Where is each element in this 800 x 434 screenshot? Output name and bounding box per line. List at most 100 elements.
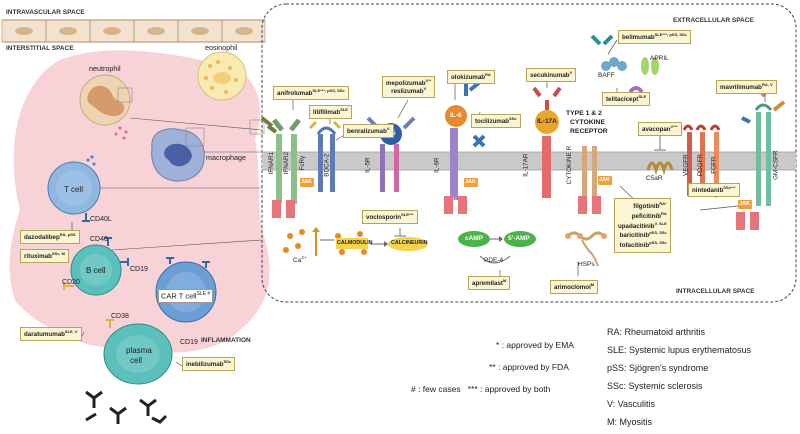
eosinophil-label: eosinophil bbox=[205, 43, 238, 52]
drug-mepolizumab-reslizumab: mepolizumabV**reslizumabV bbox=[382, 76, 436, 99]
approval-fda: ** : approved by FDA bbox=[489, 362, 569, 372]
drug-dazodalibep: dazodalibepRA, pSS bbox=[20, 230, 80, 245]
april-label: APRIL bbox=[650, 55, 669, 62]
legend-m: M: Myositis bbox=[607, 417, 652, 427]
vegfr-label: VEGFR bbox=[682, 154, 690, 176]
drug-avacopan: avacopanV*** bbox=[638, 122, 682, 137]
drug-peficitinib: peficitinibRA bbox=[631, 210, 667, 220]
drug-apremilast: apremilastM bbox=[468, 276, 511, 291]
il17ar-label: IL-17AR bbox=[522, 153, 530, 177]
eosinophil-cell bbox=[197, 51, 247, 101]
drug-daratumumab: daratumumabSLE, V bbox=[20, 327, 82, 342]
cd40l-label: CD40L bbox=[90, 216, 112, 223]
gm-csfr-receptor bbox=[741, 86, 786, 206]
drug-mavrilimumab: mavrilimumabRA, V bbox=[716, 80, 777, 95]
approval-ema: * : approved by EMA bbox=[496, 340, 574, 350]
jak-label-1: JAK bbox=[301, 179, 313, 185]
ifnar2-label: IFNAR2 bbox=[283, 151, 291, 175]
extracellular-space-label: EXTRACELLULAR SPACE bbox=[673, 17, 754, 24]
drug-baricitinib: baricitinibpSS, SSc bbox=[619, 230, 667, 240]
bdca2-receptor bbox=[308, 120, 342, 192]
drug-voclosporin: voclosporinSLE*** bbox=[362, 210, 418, 225]
stat-label-3: STAT bbox=[439, 197, 445, 210]
drug-litifilimab: litifilimabSLE bbox=[309, 105, 352, 120]
rtk-receptors bbox=[682, 124, 721, 196]
legend-sle: SLE: Systemic lupus erythematosus bbox=[607, 345, 752, 355]
macrophage-cell bbox=[151, 128, 205, 182]
hsps-molecules bbox=[565, 231, 607, 267]
stat-label-7: STAT bbox=[731, 213, 737, 226]
stat-label-4: STAT bbox=[453, 197, 459, 210]
bdca2-label: BDCA-2 bbox=[323, 153, 331, 177]
plasma-cell-shape bbox=[103, 323, 173, 385]
b-cell-label: B cell bbox=[86, 266, 106, 275]
type12-label-2: CYTOKINE bbox=[570, 119, 605, 126]
il6r-receptor bbox=[445, 80, 486, 200]
legend-ssc: SSc: Systemic sclerosis bbox=[607, 381, 703, 391]
ifnar-receptors bbox=[260, 116, 301, 204]
cd20-label: CD20 bbox=[62, 279, 80, 286]
inflammation-label: INFLAMMATION bbox=[201, 337, 251, 344]
cd19-label-2: CD19 bbox=[180, 339, 198, 346]
stat-label-2: STAT bbox=[281, 201, 287, 214]
c5ar-label: C5aR bbox=[646, 175, 663, 182]
plasma-cell-label-2: cell bbox=[130, 356, 143, 365]
il6-label: IL-6 bbox=[450, 112, 462, 119]
il17a-label: IL-17A bbox=[537, 118, 557, 125]
hsps-label: HSPs bbox=[578, 261, 595, 268]
camp-pathway bbox=[458, 231, 536, 264]
drug-benralizumab: benralizumabV bbox=[343, 124, 394, 139]
drug-filgotinib: filgotinibRA* bbox=[633, 201, 667, 211]
neutrophil-cell bbox=[79, 74, 131, 140]
drug-anifrolumab: anifrolumabSLE***, pSS, SSc bbox=[273, 86, 349, 101]
il17a-receptor bbox=[532, 86, 562, 198]
stat-label-8: STAT bbox=[745, 213, 751, 226]
cd19-label-1: CD19 bbox=[130, 266, 148, 273]
stat-label-5: STAT bbox=[573, 197, 579, 210]
cd40-label: CD40 bbox=[90, 236, 108, 243]
drug-nintedanib: nintedanibSSc*** bbox=[688, 183, 740, 198]
pdgfr-label: PDGFR bbox=[696, 154, 704, 177]
calcineurin-label: CALCINEURIN bbox=[391, 240, 428, 246]
approval-both: # : few cases *** : approved by both bbox=[411, 384, 551, 394]
baff-label: BAFF bbox=[598, 72, 615, 79]
cytokine-receptor bbox=[582, 146, 597, 206]
amp-label: 5'-AMP bbox=[508, 235, 530, 242]
calcium-label: Ca2+ bbox=[293, 255, 307, 265]
t-cell-label: T cell bbox=[64, 185, 83, 194]
fcr-label: FcRγ bbox=[299, 155, 307, 171]
type12-label-1: TYPE 1 & 2 bbox=[566, 110, 602, 117]
drug-upadacitinib: upadacitinibV, SLE bbox=[618, 220, 667, 230]
pde4-label: PDE-4 bbox=[484, 257, 504, 264]
drug-inebilizumab: inebilizumabSSc bbox=[182, 357, 236, 372]
intravascular-space-label: INTRAVASCULAR SPACE bbox=[6, 9, 85, 16]
jak-label-2: JAK bbox=[465, 179, 477, 185]
calmodulin-label: CALMODULIN bbox=[337, 240, 373, 246]
legend-pss: pSS: Sjögren's syndrome bbox=[607, 363, 709, 373]
drug-rituximab: rituximabSSc, M bbox=[20, 249, 69, 264]
car-t-cell-label: CAR T cellSLE # bbox=[158, 289, 214, 303]
legend-ra: RA: Rheumatoid arthritis bbox=[607, 327, 706, 337]
camp-label: cAMP bbox=[465, 235, 484, 242]
stat-label-1: STAT bbox=[267, 201, 273, 214]
baff-april-ligands bbox=[590, 34, 659, 94]
endothelium bbox=[1, 19, 266, 43]
cytokine-r-label: CYTOKINE R bbox=[566, 145, 574, 185]
drug-telitacicept: telitaciceptSLE bbox=[602, 92, 651, 107]
target-cell-outline bbox=[261, 3, 797, 303]
plasma-cell-label-1: plasma bbox=[126, 346, 152, 355]
antibodies-icon bbox=[85, 390, 168, 424]
drug-tocilizumab: tocilizumabSSc bbox=[471, 114, 521, 129]
stat-label-6: STAT bbox=[587, 197, 593, 210]
neutrophil-label: neutrophil bbox=[89, 64, 121, 73]
t-cell-shape bbox=[47, 155, 101, 215]
drug-secukinumab: secukinumabV bbox=[526, 68, 577, 83]
il6r-label: IL-6R bbox=[433, 157, 441, 173]
drug-tofacitinib: tofacitinibpSS, SSc bbox=[619, 240, 667, 250]
interstitial-space-label: INTERSTITIAL SPACE bbox=[6, 45, 74, 52]
drug-arimoclomol: arimoclomolM bbox=[550, 280, 599, 295]
jak-label-3: JAK bbox=[599, 177, 611, 183]
type12-label-3: RECEPTOR bbox=[570, 128, 608, 135]
macrophage-label: macrophage bbox=[206, 153, 246, 162]
fgfr-label: FGFR bbox=[710, 156, 718, 174]
